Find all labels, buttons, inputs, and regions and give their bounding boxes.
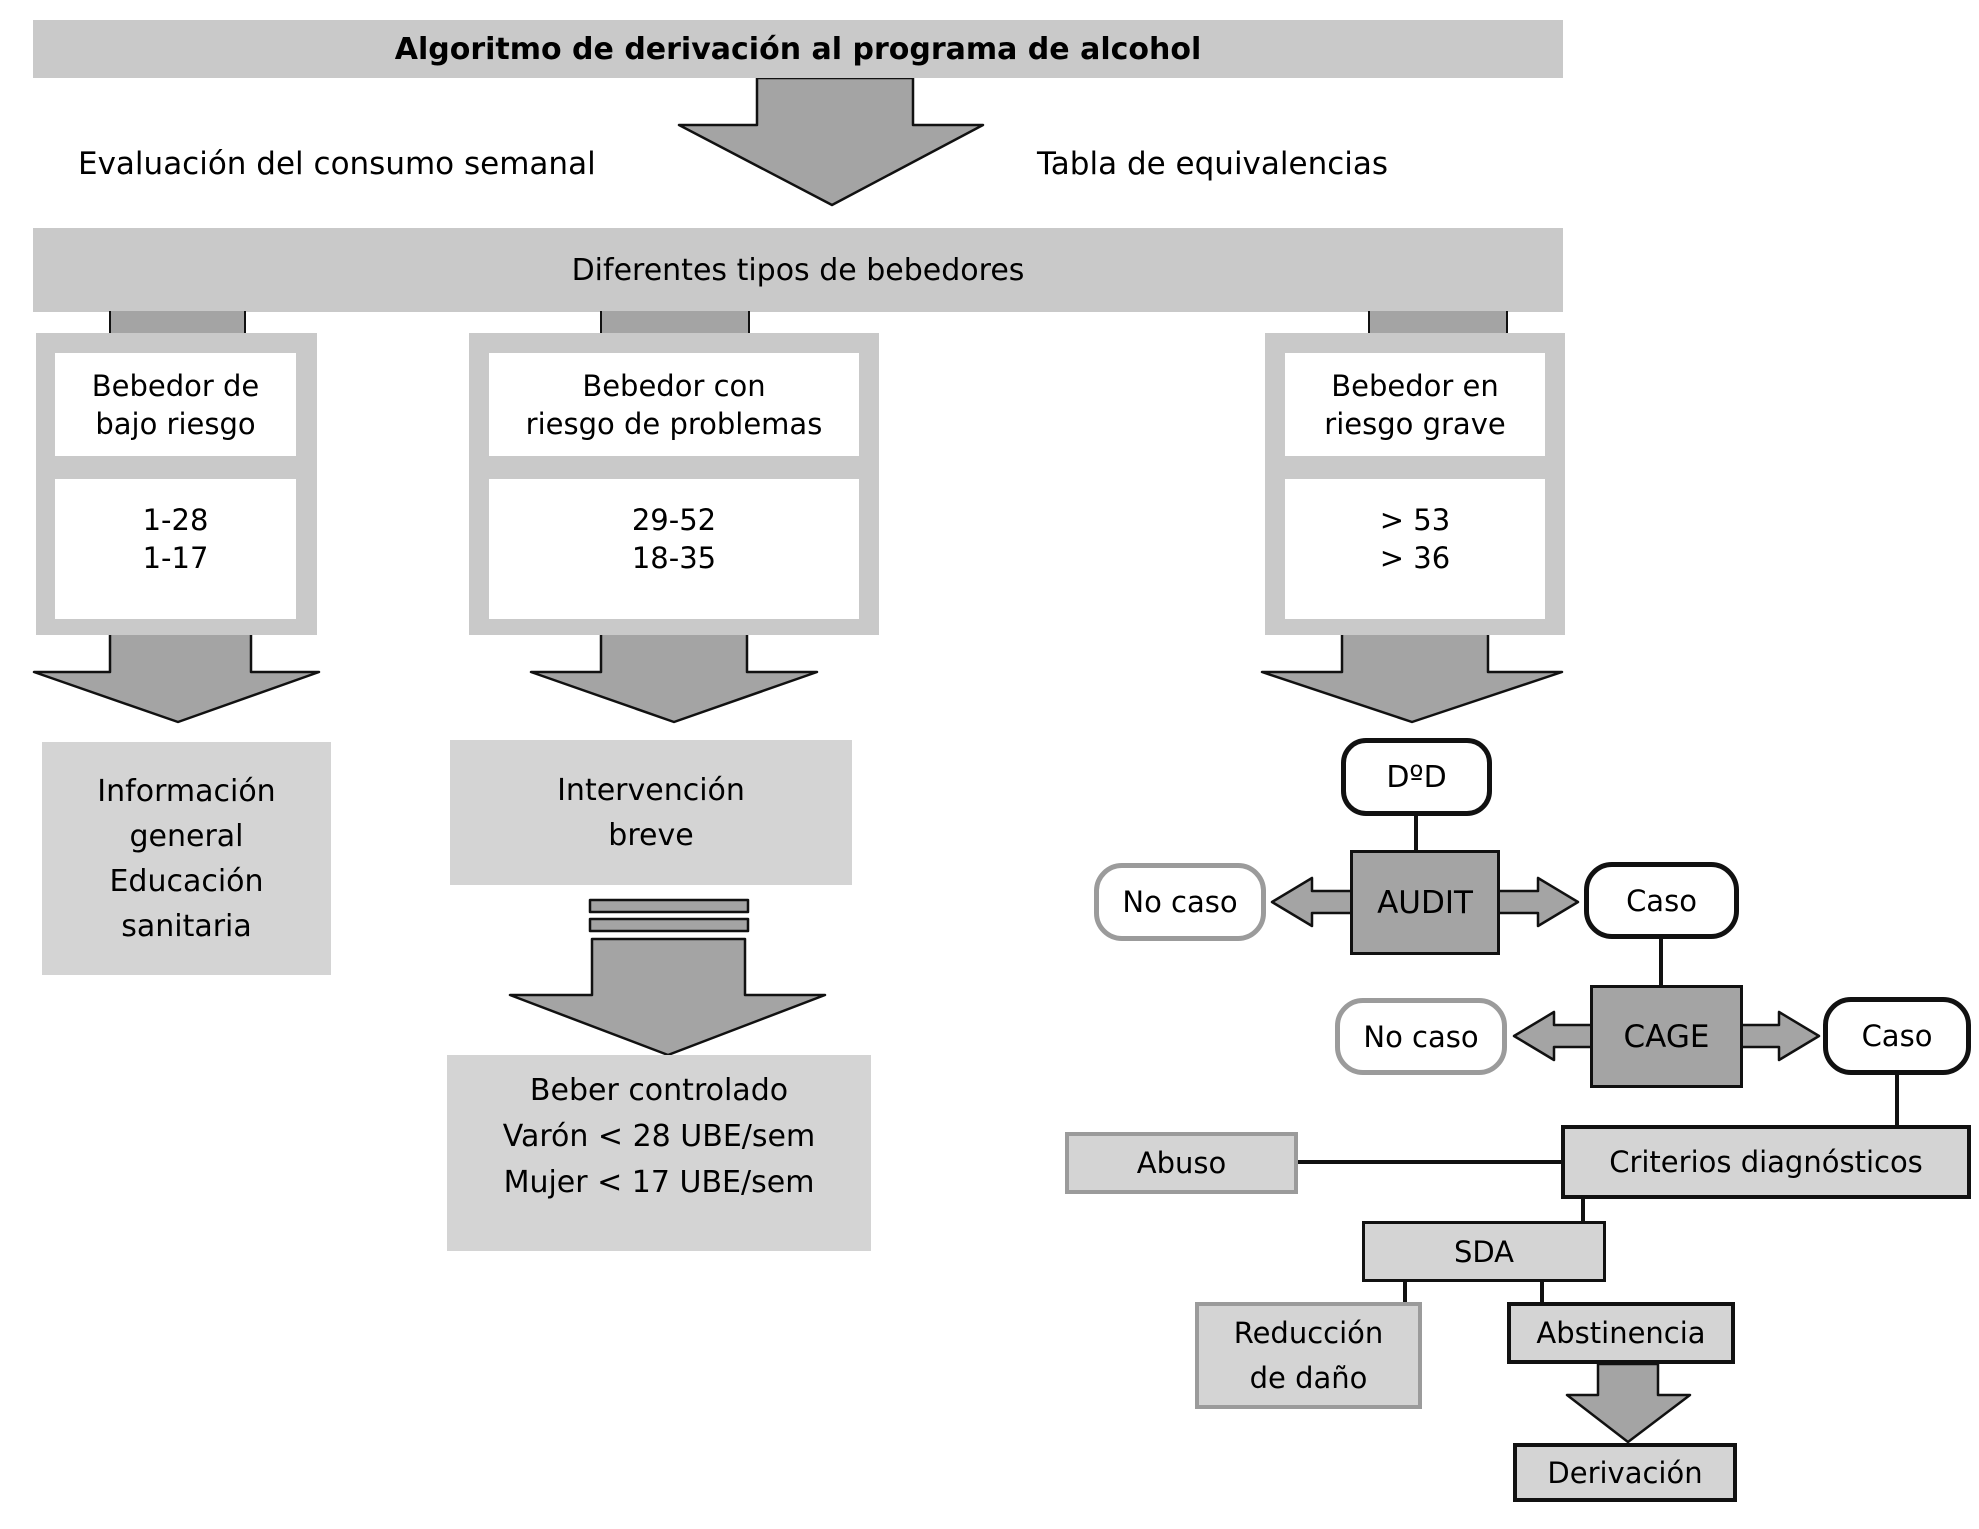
text-line: DºD [1386,759,1447,795]
down-arrow-icon [677,76,985,207]
equivalence-table-label: Tabla de equivalencias [1037,146,1389,182]
referral-box: Derivación [1513,1443,1737,1502]
left-arrow-icon [1512,1010,1594,1062]
text-line: 1-17 [142,541,209,575]
cage-no-case-node: No caso [1335,998,1507,1075]
page-title-text: Algoritmo de derivación al programa de a… [394,31,1202,67]
text-line: de daño [1249,1360,1368,1395]
drinker-types-text: Diferentes tipos de bebedores [571,252,1025,288]
weekly-consumption-label: Evaluación del consumo semanal [78,146,596,182]
problem-risk-range-box: 29-52 18-35 [489,479,859,619]
text-line: sanitaria [121,908,252,944]
abstinence-box: Abstinencia [1507,1302,1735,1364]
text-line: SDA [1453,1234,1515,1269]
text-line: Bebedor en [1331,368,1499,403]
column-connector-tab [600,311,750,334]
sda-box: SDA [1362,1221,1606,1282]
left-arrow-icon [1270,876,1354,928]
text-line: Mujer < 17 UBE/sem [503,1165,815,1200]
column-connector-tab [1368,311,1508,334]
down-arrow-icon [1565,1362,1692,1444]
text-line: 18-35 [631,541,717,575]
text-line: bajo riesgo [95,406,256,441]
page-title: Algoritmo de derivación al programa de a… [33,20,1563,78]
text-line: Caso [1861,1019,1933,1053]
severe-risk-type-box: Bebedor en riesgo grave [1285,353,1545,456]
problem-risk-type-box: Bebedor con riesgo de problemas [489,353,859,456]
brief-intervention-box: Intervención breve [450,740,852,885]
severe-risk-range-box: > 53 > 36 [1285,479,1545,619]
drinker-types-bar: Diferentes tipos de bebedores [33,228,1563,312]
text-line: general [129,818,244,854]
harm-reduction-box: Reducción de daño [1195,1302,1422,1409]
text-line: Intervención [557,772,745,808]
down-arrow-icon [1260,631,1564,724]
down-arrow-icon [529,631,819,724]
text-line: 1-28 [142,503,209,537]
cage-case-node: Caso [1823,997,1971,1075]
text-line: 29-52 [631,503,717,537]
text-line: Bebedor de [91,368,260,403]
text-line: riesgo grave [1324,406,1506,441]
right-arrow-icon [1739,1010,1821,1062]
text-line: AUDIT [1377,884,1473,921]
text-line: Abstinencia [1536,1316,1706,1350]
text-line: Información [97,773,276,809]
controlled-drinking-box: Beber controlado Varón < 28 UBE/sem Muje… [447,1055,871,1251]
audit-case-node: Caso [1584,862,1739,939]
text-line: breve [608,817,694,853]
text-line: > 53 [1379,503,1451,537]
text-line: riesgo de problemas [525,406,823,441]
general-information-box: Información general Educación sanitaria [42,742,331,975]
separator-bar [588,917,750,933]
text-line: Bebedor con [582,368,766,403]
cage-node: CAGE [1590,985,1743,1088]
column-connector-tab [109,311,246,334]
audit-no-case-node: No caso [1094,863,1266,941]
text-line: Reducción [1233,1315,1384,1350]
down-arrow-icon [32,631,321,724]
text-line: Educación [109,863,264,899]
text-line: Derivación [1547,1455,1703,1490]
text-line: Varón < 28 UBE/sem [502,1119,816,1154]
diagnostic-criteria-box: Criterios diagnósticos [1561,1125,1971,1199]
text-line: Abuso [1136,1146,1227,1180]
abuse-box: Abuso [1065,1132,1298,1194]
text-line: Criterios diagnósticos [1609,1145,1923,1179]
text-line: Caso [1626,883,1697,918]
text-line: > 36 [1379,541,1451,575]
right-arrow-icon [1496,876,1580,928]
text-line: No caso [1122,885,1238,919]
dod-node: DºD [1341,738,1492,816]
text-line: No caso [1363,1019,1479,1054]
separator-bar [588,898,750,914]
audit-node: AUDIT [1350,850,1500,955]
low-risk-type-box: Bebedor de bajo riesgo [55,353,296,456]
low-risk-range-box: 1-28 1-17 [55,479,296,619]
text-line: Beber controlado [529,1073,789,1108]
text-line: CAGE [1623,1018,1710,1055]
down-arrow-icon [508,937,827,1057]
